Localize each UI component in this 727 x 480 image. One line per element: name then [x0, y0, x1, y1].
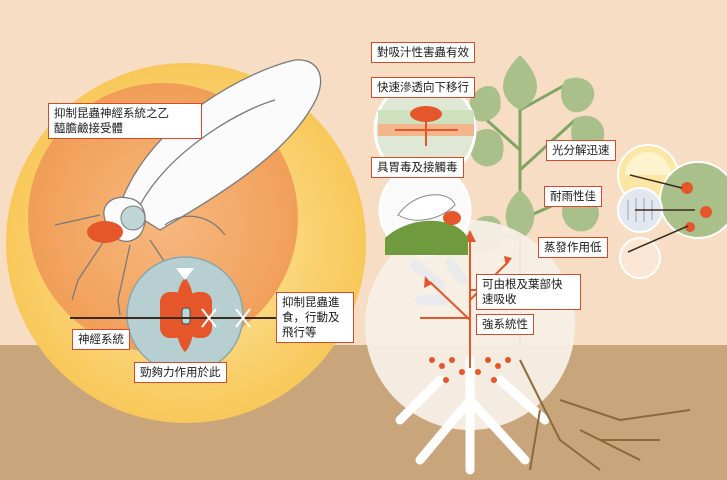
- insect-head-highlight: [87, 221, 123, 243]
- label-text: 對吸汁性害蟲有效: [377, 45, 469, 59]
- label-sucking-pests: 對吸汁性害蟲有效: [371, 42, 475, 63]
- label-rainfastness: 耐雨性佳: [544, 186, 602, 207]
- label-stomach-contact: 具胃毒及接觸毒: [371, 157, 464, 178]
- label-line: 醯膽鹼接受體: [54, 121, 123, 135]
- label-systemic: 強系統性: [476, 314, 534, 335]
- white-roots: [395, 355, 550, 475]
- volatility-circle: [619, 237, 661, 279]
- synapse-pointer: [176, 268, 194, 280]
- label-inhibit-ach-receptor: 抑制昆蟲神經系統之乙 醯膽鹼接受體: [48, 103, 202, 139]
- block-x-marks: [201, 308, 251, 328]
- label-site-of-action: 勁夠力作用於此: [134, 362, 227, 383]
- label-line: 食，行動及: [282, 310, 340, 324]
- property-pointers: [627, 174, 695, 253]
- label-root-leaf-uptake: 可由根及葉部快 速吸收: [476, 274, 581, 310]
- label-inhibit-feeding: 抑制昆蟲進 食，行動及 飛行等: [276, 292, 354, 343]
- root-dots: [429, 357, 511, 383]
- label-photolysis: 光分解迅速: [546, 140, 616, 161]
- label-line: 速吸收: [482, 292, 517, 306]
- label-fast-penetration: 快速滲透向下移行: [371, 77, 475, 98]
- label-text: 蒸發作用低: [544, 240, 602, 254]
- white-leaves: [410, 257, 467, 305]
- penetration-arrows: [395, 118, 458, 146]
- label-line: 抑制昆蟲神經系統之乙: [54, 106, 169, 120]
- label-text: 勁夠力作用於此: [140, 365, 221, 379]
- label-text: 神經系統: [78, 332, 124, 346]
- label-text: 耐雨性佳: [550, 189, 596, 203]
- label-line: 飛行等: [282, 325, 317, 339]
- pesticide-droplet: [410, 106, 442, 122]
- label-nervous-system: 神經系統: [72, 329, 130, 350]
- label-low-volatility: 蒸發作用低: [538, 237, 608, 258]
- label-text: 具胃毒及接觸毒: [377, 160, 458, 174]
- brown-roots: [519, 359, 691, 471]
- label-line: 可由根及葉部快: [482, 277, 563, 291]
- label-line: 抑制昆蟲進: [282, 295, 340, 309]
- insect-ganglion-bubble: [120, 205, 146, 231]
- label-text: 光分解迅速: [552, 143, 610, 157]
- label-text: 快速滲透向下移行: [377, 80, 469, 94]
- label-text: 強系統性: [482, 317, 528, 331]
